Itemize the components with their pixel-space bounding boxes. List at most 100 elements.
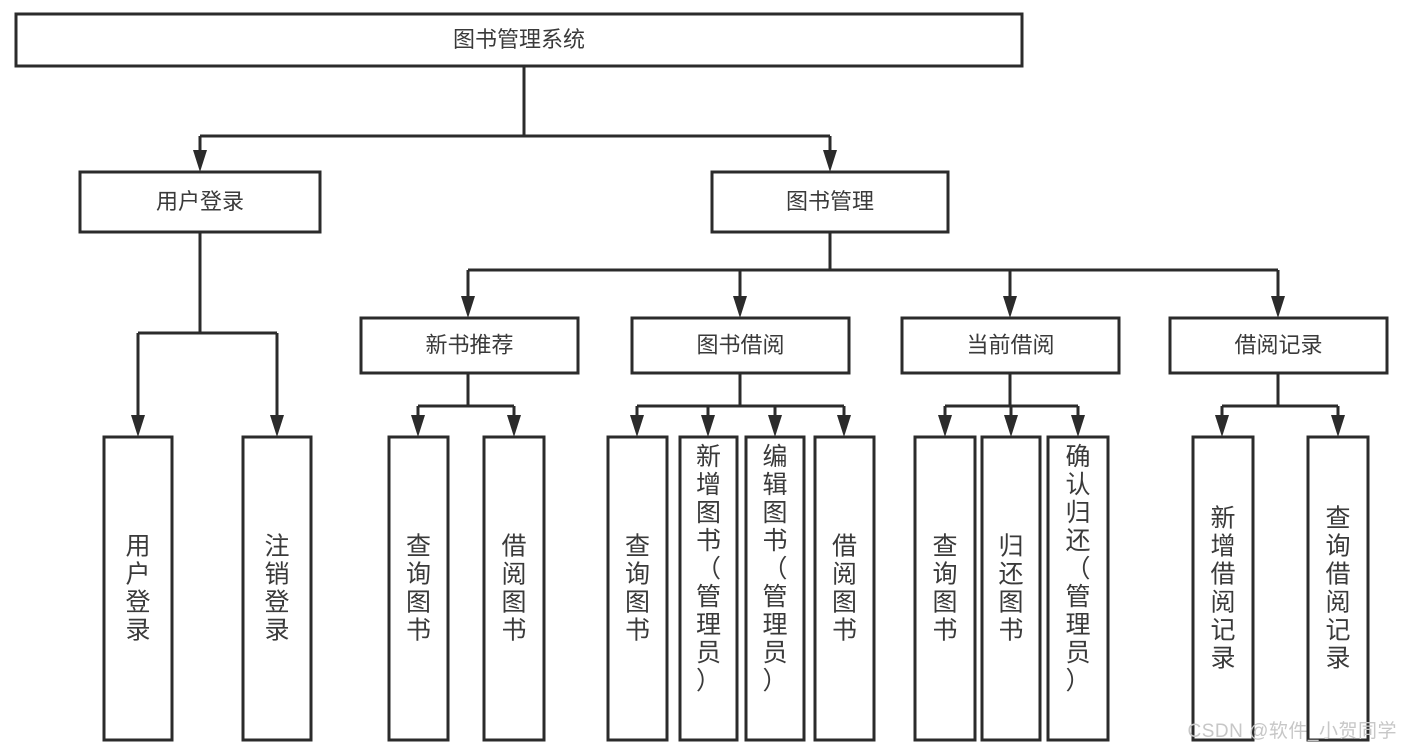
node-box[interactable] [14, 12, 1024, 68]
node-box[interactable] [78, 170, 322, 234]
node-label-char: 阅 [1325, 589, 1350, 617]
connectors-layer [131, 66, 1345, 437]
node-box[interactable] [744, 435, 806, 742]
node-label-char: 理 [762, 611, 787, 639]
node-label-char: 书 [832, 617, 857, 645]
nodes-layer: 图书管理系统用户登录图书管理新书推荐图书借阅当前借阅借阅记录用户登录注销登录查询… [14, 12, 1389, 742]
arrow-head-icon [461, 296, 475, 318]
node-new-book-rec[interactable]: 新书推荐 [359, 316, 580, 375]
node-label-char: 书 [501, 617, 526, 645]
node-label-char: 员 [696, 639, 721, 667]
node-label-char: 书 [932, 617, 957, 645]
node-box[interactable] [102, 435, 174, 742]
node-box[interactable] [387, 435, 450, 742]
node-label-char: 书 [762, 527, 787, 555]
node-label-char: 借 [501, 533, 526, 561]
arrow-head-icon [1071, 415, 1085, 437]
node-label-char: 询 [1325, 533, 1350, 561]
node-box[interactable] [359, 316, 580, 375]
node-root[interactable]: 图书管理系统 [14, 12, 1024, 68]
arrow-head-icon [938, 415, 952, 437]
node-label-char: 查 [406, 533, 431, 561]
node-label-char: 增 [1210, 533, 1235, 561]
arrow-head-icon [630, 415, 644, 437]
node-box[interactable] [630, 316, 851, 375]
node-label-char: 管 [762, 583, 787, 611]
node-box[interactable] [900, 316, 1121, 375]
node-label-char: 阅 [1210, 589, 1235, 617]
node-borrow-record[interactable]: 借阅记录 [1168, 316, 1389, 375]
node-label-char: 确 [1065, 443, 1090, 471]
node-label-char: 询 [406, 561, 431, 589]
node-label-char: 录 [1210, 645, 1235, 673]
node-label-char: 询 [932, 561, 957, 589]
node-label-char: 询 [625, 561, 650, 589]
node-box[interactable] [913, 435, 977, 742]
node-box[interactable] [482, 435, 546, 742]
node-book-manage[interactable]: 图书管理 [710, 170, 950, 234]
arrow-head-icon [270, 415, 284, 437]
node-label-char: 理 [696, 611, 721, 639]
node-box[interactable] [1306, 435, 1370, 742]
node-label-char: 图 [501, 589, 526, 617]
node-label-char: 图 [832, 589, 857, 617]
node-label-char: 录 [264, 617, 289, 645]
node-label-char: 图 [406, 589, 431, 617]
node-label: 图书借阅 [696, 332, 784, 357]
node-label-char: 图 [998, 589, 1023, 617]
arrow-head-icon [1271, 296, 1285, 318]
node-label-char: 图 [696, 499, 721, 527]
node-label-char: 登 [125, 589, 150, 617]
node-user-login[interactable]: 用户登录 [78, 170, 322, 234]
watermark-label: CSDN @软件_小贺同学 [1187, 721, 1397, 742]
node-label-char: ） [696, 667, 721, 695]
node-box[interactable] [678, 435, 739, 742]
node-box[interactable] [241, 435, 313, 742]
arrow-head-icon [1215, 415, 1229, 437]
node-box[interactable] [813, 435, 876, 742]
node-box[interactable] [606, 435, 669, 742]
node-box[interactable] [710, 170, 950, 234]
node-label-char: 记 [1210, 617, 1235, 645]
node-label-char: 书 [696, 527, 721, 555]
node-label-char: 归 [998, 533, 1023, 561]
connector-borrowrecord-to-leaves [1215, 373, 1345, 437]
node-label-char: 管 [696, 583, 721, 611]
node-label-char: 借 [832, 533, 857, 561]
arrow-head-icon [1331, 415, 1345, 437]
node-current-borrow[interactable]: 当前借阅 [900, 316, 1121, 375]
node-leaf-user-login[interactable]: 用户登录 [102, 435, 174, 742]
node-box[interactable] [1046, 435, 1110, 742]
node-label-char: 户 [125, 561, 150, 589]
node-box[interactable] [1168, 316, 1389, 375]
node-box[interactable] [980, 435, 1042, 742]
node-label-char: 阅 [832, 561, 857, 589]
arrow-head-icon [733, 296, 747, 318]
node-label-char: 用 [125, 533, 150, 561]
arrow-head-icon [768, 415, 782, 437]
node-label: 图书管理 [786, 189, 874, 214]
node-box[interactable] [1191, 435, 1255, 742]
node-label-char: 书 [625, 617, 650, 645]
node-book-borrow[interactable]: 图书借阅 [630, 316, 851, 375]
node-label-char: 录 [1325, 645, 1350, 673]
node-label-char: 图 [625, 589, 650, 617]
